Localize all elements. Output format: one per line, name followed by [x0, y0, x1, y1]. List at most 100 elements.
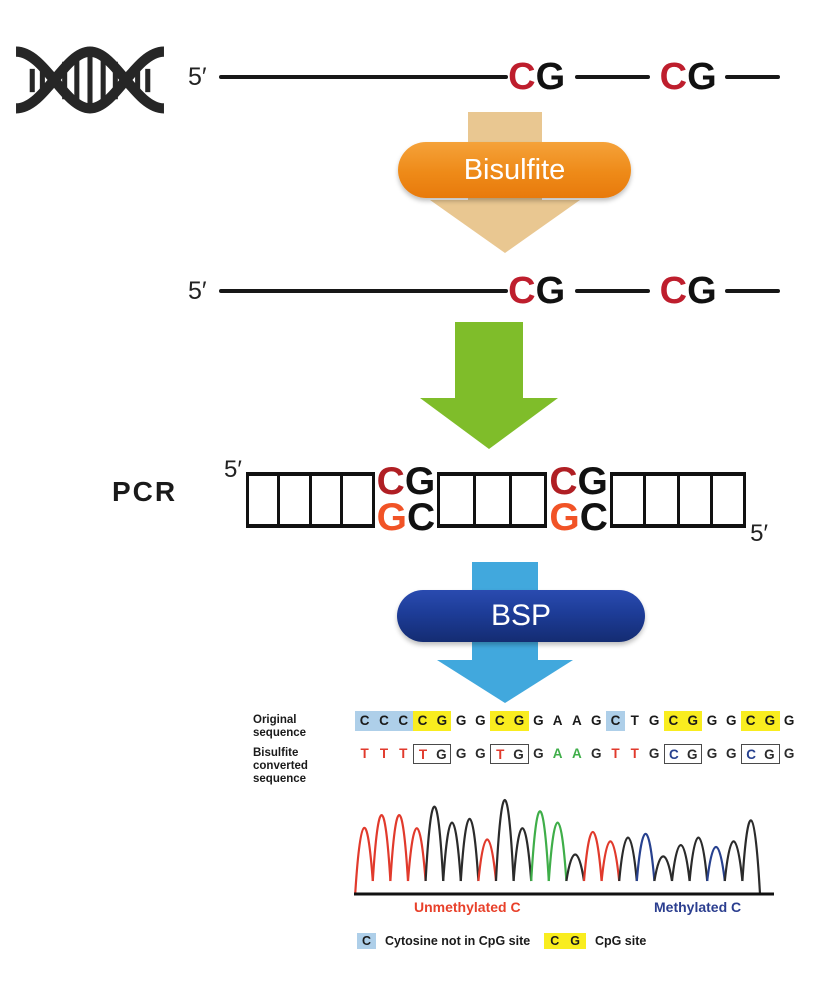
chromatogram-peak: [653, 855, 674, 882]
sequence-base: G: [509, 744, 529, 764]
original-dna-strand: 5′ CG CG: [188, 52, 780, 102]
sequence-base: G: [590, 746, 602, 761]
chromatogram-peak: [442, 821, 462, 882]
sequence-base: T: [490, 744, 510, 764]
legend-non-cpg-text: Cytosine not in CpG site: [385, 934, 531, 948]
sequence-base: G: [760, 744, 780, 764]
sequence-base: T: [399, 746, 408, 761]
sequence-base: G: [590, 713, 602, 728]
cpg-site: CG: [508, 58, 565, 96]
chromatogram-svg: [354, 799, 774, 896]
sequence-base: T: [630, 746, 639, 761]
cytosine-letter: C: [579, 496, 608, 539]
dna-line: [575, 289, 650, 293]
sequence-base: G: [706, 746, 718, 761]
cytosine-letter: C: [508, 270, 536, 312]
chromatogram-peak: [512, 827, 533, 882]
sequence-base: C: [605, 711, 626, 731]
legend: C Cytosine not in CpG site C G CpG site: [357, 933, 646, 949]
legend-cpg-text: CpG site: [594, 934, 647, 948]
bisulfite-step-label: Bisulfite: [463, 153, 566, 186]
chromatogram-peak: [600, 840, 621, 882]
ladder-cell: [249, 476, 281, 524]
sequence-base: A: [552, 713, 563, 728]
guanine-letter: G: [535, 270, 566, 312]
sequence-base: G: [509, 711, 529, 731]
chromatogram-peak: [389, 813, 410, 882]
sequence-base: T: [412, 744, 433, 764]
ladder-segment: [609, 472, 747, 528]
cytosine-letter: C: [549, 460, 578, 504]
cytosine-letter: C: [376, 460, 405, 504]
cytosine-letter: C: [508, 56, 536, 98]
chromatogram-peak: [494, 799, 515, 882]
guanine-letter: G: [577, 460, 608, 504]
chromatogram-peak: [565, 853, 586, 882]
cytosine-letter: C: [659, 270, 688, 312]
sequence-base: G: [726, 713, 737, 728]
sequence-base: G: [432, 744, 452, 764]
sequence-base: G: [648, 746, 660, 761]
sequence-base: C: [663, 711, 684, 731]
trace-labels: Unmethylated C Methylated C: [352, 899, 776, 919]
converted-label-line1: Bisulfite converted: [253, 747, 308, 772]
legend-non-cpg-swatch: C: [357, 933, 377, 949]
unmethylated-c-label: Unmethylated C: [414, 899, 521, 915]
ladder-cell: [440, 476, 476, 524]
sequence-base: C: [355, 711, 375, 731]
guanine-letter: G: [687, 270, 717, 312]
ladder-cell: [613, 476, 647, 524]
sequence-base: G: [726, 746, 737, 761]
sequence-base: A: [572, 713, 582, 728]
original-sequence-label: Original sequence: [253, 714, 307, 739]
guanine-letter: G: [535, 56, 566, 98]
sequence-base: G: [533, 746, 544, 761]
sequence-base: T: [360, 746, 369, 761]
guanine-letter: G: [687, 56, 717, 98]
sequence-base: T: [611, 746, 620, 761]
dna-line: [218, 289, 509, 293]
converted-dna-strand: 5′ CG CG: [188, 266, 780, 316]
cytosine-letter: C: [659, 56, 688, 98]
cpg-site: CG: [660, 58, 717, 96]
chromatogram-peak: [477, 838, 498, 882]
dna-line: [575, 75, 650, 79]
sequence-base: G: [533, 713, 544, 728]
sequence-base: C: [740, 744, 761, 764]
chromatogram-peak: [547, 821, 568, 882]
sequence-base: G: [760, 711, 780, 731]
chromatogram-peak: [371, 813, 392, 882]
guanine-letter: G: [549, 496, 580, 539]
chromatogram-peak: [582, 830, 603, 882]
ladder-cell: [343, 476, 375, 524]
sequence-base: G: [475, 713, 486, 728]
sequence-base: C: [490, 711, 510, 731]
converted-sequence-label: Bisulfite converted sequence: [253, 744, 352, 786]
sequence-base: G: [783, 746, 795, 761]
sequence-base: G: [683, 711, 703, 731]
cpg-site: CG: [508, 272, 565, 310]
sequence-base: G: [706, 713, 718, 728]
bisulfite-step-pill: Bisulfite: [398, 142, 631, 198]
ladder-cell: [312, 476, 344, 524]
bsp-step-label: BSP: [490, 599, 552, 632]
chromatogram-peak: [618, 836, 638, 882]
guanine-letter: G: [404, 460, 436, 504]
sequence-base: C: [740, 711, 761, 731]
dna-line: [724, 75, 780, 79]
legend-cpg-c: C: [550, 934, 560, 948]
chromatogram-peak: [530, 810, 550, 882]
sequence-base: T: [379, 746, 389, 761]
ladder-segment: [437, 472, 548, 528]
chromatogram-peak: [635, 832, 656, 882]
chromatogram-peak: [741, 819, 762, 895]
converted-label-line2: sequence: [253, 773, 307, 785]
sequence-base: G: [455, 713, 467, 728]
ladder-cell: [713, 476, 747, 524]
sequence-base: C: [663, 744, 684, 764]
